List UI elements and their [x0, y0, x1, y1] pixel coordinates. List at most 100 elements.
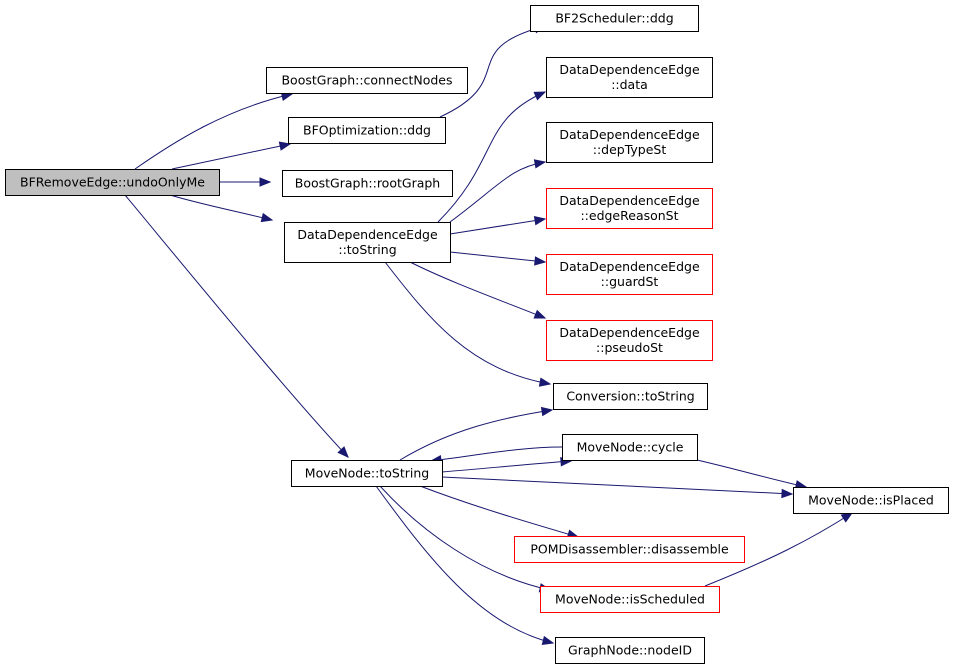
node-convToString[interactable]: Conversion::toString — [553, 383, 708, 410]
edge-line — [169, 194, 273, 221]
edge-arrowhead — [533, 309, 547, 319]
edge-line — [384, 261, 551, 385]
node-label: BFRemoveEdge::undoOnlyMe — [20, 175, 205, 190]
edge-moveToString-to-convToString — [399, 406, 554, 461]
nodes-layer: BFRemoveEdge::undoOnlyMe BoostGraph::conn… — [5, 5, 949, 664]
node-box — [282, 170, 453, 197]
node-moveToString[interactable]: MoveNode::toString — [291, 460, 443, 487]
node-box — [540, 586, 720, 613]
edge-line — [375, 485, 554, 644]
edge-line — [437, 91, 546, 223]
node-label: DataDependenceEdge — [559, 127, 700, 142]
node-bfoptDdg[interactable]: BFOptimization::ddg — [288, 117, 446, 144]
node-graphNodeId[interactable]: GraphNode::nodeID — [555, 637, 705, 664]
edge-arrowhead — [538, 377, 552, 387]
edge-undoOnlyMe-to-ddeToString — [169, 194, 274, 223]
edge-line — [441, 460, 572, 473]
node-box — [793, 487, 949, 514]
edge-ddeToString-to-ddeEdgeReason — [449, 215, 547, 235]
node-box — [555, 637, 705, 664]
node-rootGraph[interactable]: BoostGraph::rootGraph — [282, 170, 453, 197]
node-label: ::guardSt — [601, 274, 659, 289]
edges-layer — [124, 24, 854, 646]
edge-undoOnlyMe-to-rootGraph — [219, 177, 272, 187]
node-box — [5, 169, 220, 196]
edge-line — [430, 446, 563, 462]
node-label: GraphNode::nodeID — [568, 643, 692, 658]
edge-ddeToString-to-ddePseudo — [409, 261, 547, 319]
node-box — [530, 5, 699, 32]
node-ddeEdgeReason[interactable]: DataDependenceEdge::edgeReasonSt — [546, 188, 713, 229]
edge-line — [449, 161, 546, 223]
edge-moveToString-to-moveCycle — [441, 457, 573, 473]
node-label: ::data — [611, 77, 648, 92]
edge-ddeToString-to-convToString — [384, 261, 552, 387]
edge-line — [441, 476, 793, 495]
edge-line — [399, 409, 553, 461]
node-label: ::toString — [338, 242, 396, 257]
edge-arrowhead — [541, 635, 555, 646]
node-box — [514, 536, 745, 563]
edge-line — [704, 512, 853, 587]
edge-line — [439, 25, 546, 118]
node-ddeToString[interactable]: DataDependenceEdge::toString — [284, 222, 451, 263]
node-moveIsPlaced[interactable]: MoveNode::isPlaced — [793, 487, 949, 514]
edge-line — [409, 261, 546, 319]
edge-moveCycle-to-moveIsPlaced — [696, 459, 808, 490]
node-box — [562, 434, 698, 461]
edge-line — [419, 485, 579, 538]
edge-arrowhead — [533, 159, 547, 169]
node-label: ::edgeReasonSt — [580, 208, 678, 223]
edge-ddeToString-to-ddeDepType — [449, 159, 547, 223]
edge-moveToString-to-moveIsPlaced — [441, 476, 794, 499]
node-box — [553, 383, 708, 410]
edge-moveIsScheduled-to-moveIsPlaced — [704, 512, 854, 587]
edge-ddeToString-to-ddeData — [437, 91, 547, 223]
edge-line — [449, 251, 546, 263]
edge-arrowhead — [278, 141, 292, 151]
node-box — [546, 188, 713, 229]
edge-undoOnlyMe-to-bfoptDdg — [171, 141, 292, 170]
node-connectNodes[interactable]: BoostGraph::connectNodes — [266, 67, 468, 94]
node-label: DataDependenceEdge — [559, 193, 700, 208]
node-label: MoveNode::isScheduled — [555, 592, 705, 607]
edge-arrowhead — [540, 406, 554, 417]
edge-ddeToString-to-ddeGuard — [449, 251, 547, 266]
node-label: POMDisassembler::disassemble — [530, 542, 729, 557]
node-ddeGuard[interactable]: DataDependenceEdge::guardSt — [546, 254, 713, 295]
node-bf2Ddg[interactable]: BF2Scheduler::ddg — [530, 5, 699, 32]
node-undoOnlyMe[interactable]: BFRemoveEdge::undoOnlyMe — [5, 169, 220, 196]
edge-arrowhead — [781, 488, 794, 499]
node-ddePseudo[interactable]: DataDependenceEdge::pseudoSt — [546, 320, 713, 361]
edge-line — [696, 459, 807, 488]
edge-moveToString-to-pomDisasm — [419, 485, 580, 539]
node-label: DataDependenceEdge — [559, 62, 700, 77]
node-label: BoostGraph::connectNodes — [281, 73, 452, 88]
node-label: ::pseudoSt — [596, 340, 663, 355]
node-label: Conversion::toString — [566, 389, 694, 404]
node-box — [546, 122, 713, 163]
edge-arrowhead — [260, 212, 274, 223]
node-box — [546, 254, 713, 295]
edge-arrowhead — [534, 256, 547, 266]
node-label: DataDependenceEdge — [559, 259, 700, 274]
node-box — [546, 57, 713, 98]
edge-undoOnlyMe-to-connectNodes — [134, 91, 294, 170]
edge-undoOnlyMe-to-moveToString — [124, 194, 349, 458]
node-ddeDepType[interactable]: DataDependenceEdge::depTypeSt — [546, 122, 713, 163]
edge-moveCycle-to-moveToString — [429, 446, 563, 465]
edge-arrowhead — [259, 177, 272, 187]
node-pomDisasm[interactable]: POMDisassembler::disassemble — [514, 536, 745, 563]
node-box — [288, 117, 446, 144]
node-label: MoveNode::cycle — [577, 440, 684, 455]
edge-arrowhead — [533, 215, 547, 226]
edge-line — [124, 194, 349, 458]
node-moveCycle[interactable]: MoveNode::cycle — [562, 434, 698, 461]
node-moveIsScheduled[interactable]: MoveNode::isScheduled — [540, 586, 720, 613]
node-ddeData[interactable]: DataDependenceEdge::data — [546, 57, 713, 98]
edge-line — [134, 93, 293, 170]
edge-line — [449, 218, 546, 235]
node-label: BFOptimization::ddg — [303, 123, 431, 138]
node-label: MoveNode::isPlaced — [808, 493, 934, 508]
